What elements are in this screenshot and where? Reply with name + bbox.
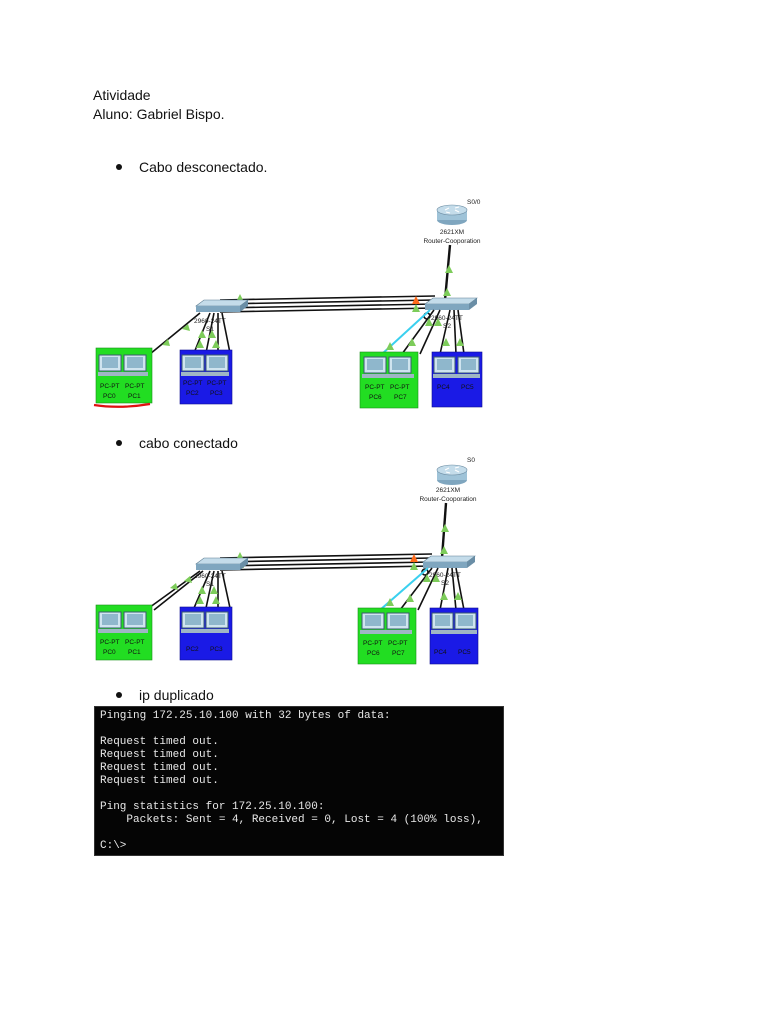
bullet-dot [116,692,122,698]
pc-label-pc5: PC5 [461,384,474,391]
pc-label-pc5: PC5 [458,649,471,656]
router-icon [436,464,468,485]
pc-label-pc2: PC2 [186,390,199,397]
pc-type-label: PC-PT [365,384,385,391]
pc-icon [181,611,229,633]
router-interface-label: S0/0 [467,199,481,206]
pc-type-label: PC-PT [125,639,145,646]
router-interface-label: S0 [467,457,475,464]
pc-label-pc3: PC3 [210,646,223,653]
pc-label-pc0: PC0 [103,393,116,400]
pc-label-pc1: PC1 [128,649,141,656]
terminal-line: Request timed out. [100,736,219,748]
pc-label-pc6: PC6 [369,394,382,401]
router-name-label: Router-Cooporation [419,496,476,503]
terminal-line: Ping statistics for 172.25.10.100: [100,801,325,813]
bullet-cabo-conectado: cabo conectado [139,435,238,451]
red-underline-annotation [93,402,151,408]
switch-s2-icon [424,297,478,310]
pc-label-pc4: PC4 [434,649,447,656]
pc-icon [360,612,412,634]
pc-type-label: PC-PT [363,640,383,647]
pc-type-label: PC-PT [100,639,120,646]
pc-label-pc7: PC7 [394,394,407,401]
switch-s2-icon [422,555,476,568]
network-diagram-connected: S0 2621XM Router-Cooporation 2960-24TT S… [90,450,510,670]
pc-label-pc1: PC1 [128,393,141,400]
doc-title: Atividade [93,87,151,103]
router-model-label: 2621XM [436,487,460,494]
pc-type-label: PC-PT [390,384,410,391]
pc-label-pc4: PC4 [437,384,450,391]
pc-icon [433,356,480,378]
pc-label-pc3: PC3 [210,390,223,397]
terminal-line: Pinging 172.25.10.100 with 32 bytes of d… [100,710,391,722]
switch-s2-model: 2960-24TT [429,572,461,579]
bullet-dot [116,164,122,170]
bullet-cabo-desconectado: Cabo desconectado. [139,159,268,175]
pc-icon [98,611,148,633]
network-diagram-disconnected: S0/0 2621XM Router-Cooporation 2960-24TT… [90,190,510,415]
pc-icon [431,612,477,634]
pc-type-label: PC-PT [183,380,203,387]
router-icon [436,204,468,225]
pc-label-pc0: PC0 [103,649,116,656]
terminal-line: Request timed out. [100,762,219,774]
student-name: Aluno: Gabriel Bispo. [93,106,225,122]
pc-type-label: PC-PT [207,380,227,387]
pc-label-pc6: PC6 [367,650,380,657]
bullet-dot [116,440,122,446]
pc-label-pc2: PC2 [186,646,199,653]
pc-type-label: PC-PT [388,640,408,647]
terminal-line: Request timed out. [100,749,219,761]
switch-s1-icon [195,557,249,570]
bullet-ip-duplicado: ip duplicado [139,687,214,703]
switch-s2-name: S2 [443,323,451,330]
pc-icon [181,354,229,376]
terminal-line: Packets: Sent = 4, Received = 0, Lost = … [100,814,483,826]
command-prompt-output: Pinging 172.25.10.100 with 32 bytes of d… [94,706,504,856]
switch-s2-model: 2960-24TT [431,315,463,322]
pc-icon [362,356,414,378]
switch-s1-model: 2960-24TT [194,318,226,325]
switch-s1-model: 2960-24TT [194,573,226,580]
terminal-line: Request timed out. [100,775,219,787]
pc-type-label: PC-PT [100,383,120,390]
pc-label-pc7: PC7 [392,650,405,657]
pc-icon [98,354,148,376]
router-model-label: 2621XM [440,229,464,236]
pc-type-label: PC-PT [125,383,145,390]
router-name-label: Router-Cooporation [423,238,480,245]
switch-s1-icon [195,299,249,312]
terminal-prompt: C:\> [100,840,127,852]
switch-s1-name: S1 [206,581,214,588]
